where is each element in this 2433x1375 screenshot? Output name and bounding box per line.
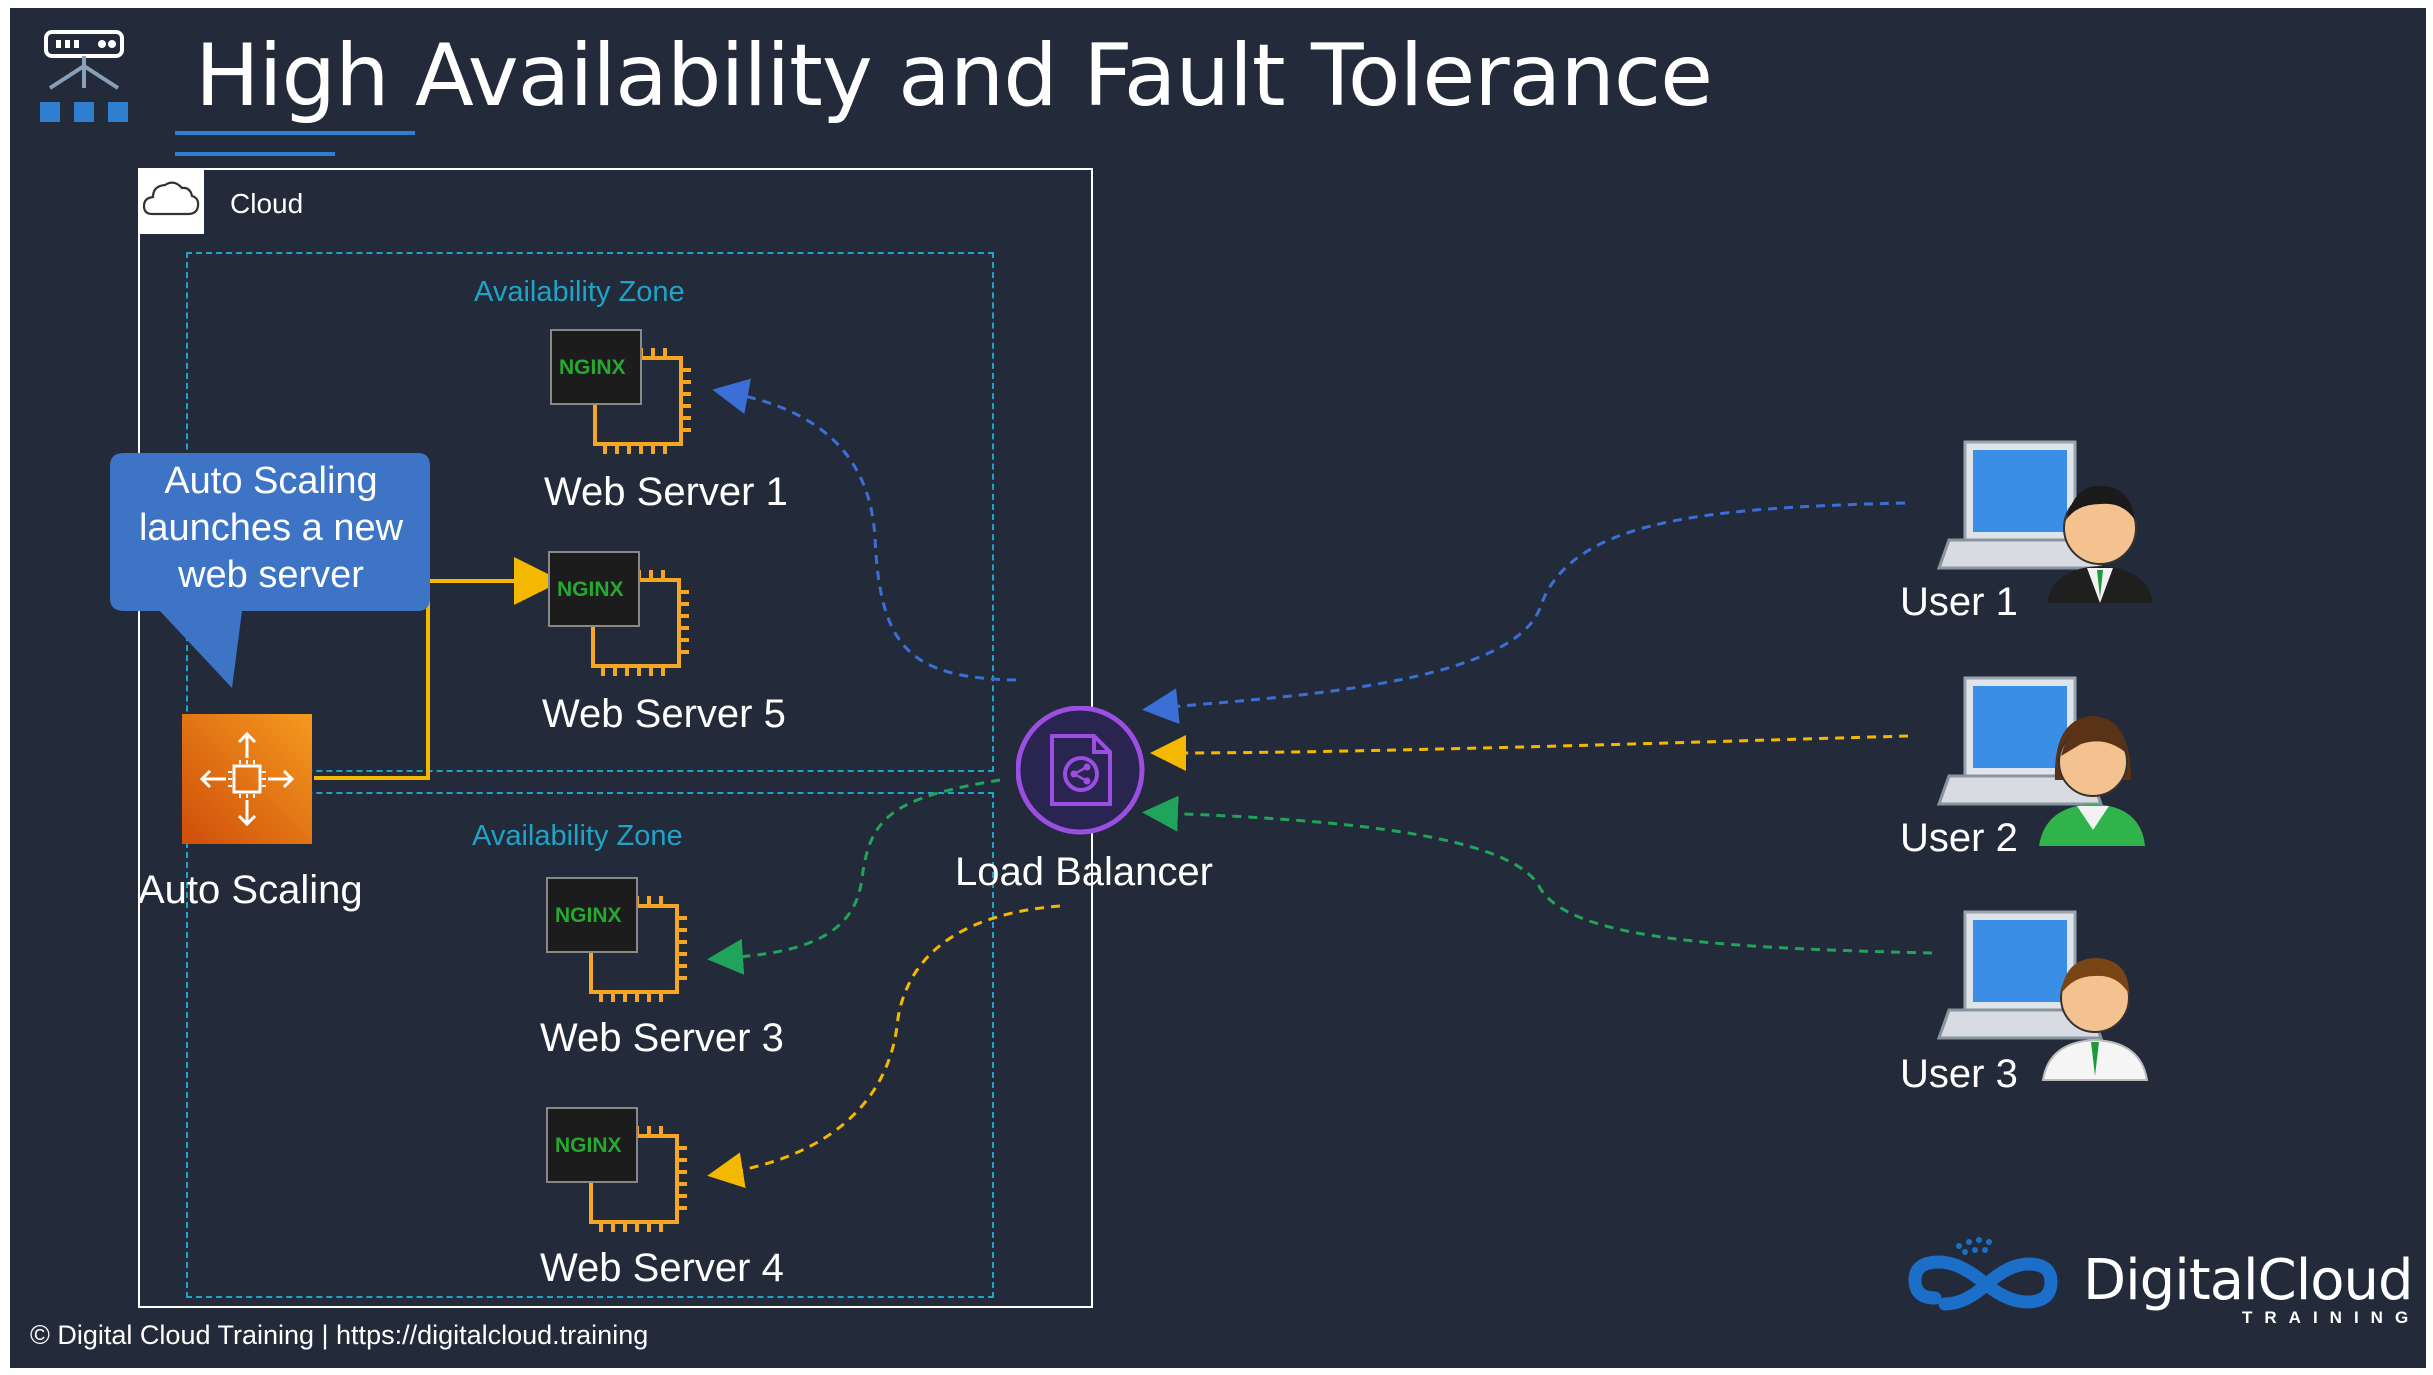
title-underline	[175, 131, 415, 135]
user-1-label: User 1	[1900, 580, 2018, 624]
title-underline-short	[175, 152, 335, 156]
network-icon	[40, 30, 128, 122]
load-balancer-label: Load Balancer	[955, 850, 1213, 894]
web-server-1-label: Web Server 1	[544, 470, 788, 514]
connector-lb-ws1	[712, 378, 1017, 682]
load-balancer-icon	[1016, 706, 1145, 835]
connector-lb-ws3	[707, 778, 1001, 975]
page-title: High Availability and Fault Tolerance	[195, 26, 1713, 126]
web-server-5-label: Web Server 5	[542, 692, 786, 736]
cloud-icon-box	[138, 168, 204, 234]
user-3-label: User 3	[1900, 1052, 2018, 1096]
connector-user1-lb	[1142, 501, 1906, 725]
nginx-logo-text: NGINX	[555, 1134, 622, 1157]
auto-scaling-icon	[182, 714, 312, 844]
callout-bubble	[110, 453, 430, 688]
callout-bubble-layer	[110, 453, 430, 688]
callout-text: Auto Scaling launches a new web server	[138, 460, 404, 596]
connector-asg-ws5	[314, 557, 562, 780]
user-2-icon	[1936, 676, 2145, 846]
web-server-3-icon: NGINX	[546, 877, 687, 1002]
user-1-icon	[1936, 440, 2153, 603]
slide: High Availability and Fault Tolerance Cl…	[10, 8, 2426, 1368]
availability-zone-2-box	[186, 792, 994, 1298]
web-server-4-icon: NGINX	[546, 1107, 687, 1232]
web-server-1-icon: NGINX	[550, 329, 691, 454]
availability-zone-2-label: Availability Zone	[472, 820, 683, 852]
brand-name: DigitalCloud	[2083, 1248, 2414, 1313]
web-server-5-icon: NGINX	[548, 551, 689, 676]
nginx-logo-text: NGINX	[557, 578, 624, 601]
nginx-logo-text: NGINX	[559, 356, 626, 379]
web-server-4-label: Web Server 4	[540, 1246, 784, 1290]
digitalcloud-logo-icon	[1908, 1237, 2058, 1311]
web-server-3-label: Web Server 3	[540, 1016, 784, 1060]
brand-subtitle: TRAINING	[2242, 1308, 2421, 1327]
connector-lb-ws4	[707, 904, 1061, 1188]
availability-zone-1-label: Availability Zone	[474, 276, 685, 308]
user-2-label: User 2	[1900, 816, 2018, 860]
connector-user3-lb	[1142, 795, 1933, 955]
user-3-icon	[1936, 910, 2149, 1081]
connectors-layer	[314, 378, 1933, 1188]
auto-scaling-label: Auto Scaling	[138, 868, 363, 912]
connector-user2-lb	[1150, 734, 1909, 771]
cloud-label: Cloud	[230, 188, 304, 219]
footer-copyright: © Digital Cloud Training | https://digit…	[30, 1320, 649, 1350]
cloud-icon	[142, 181, 200, 216]
nginx-logo-text: NGINX	[555, 904, 622, 927]
